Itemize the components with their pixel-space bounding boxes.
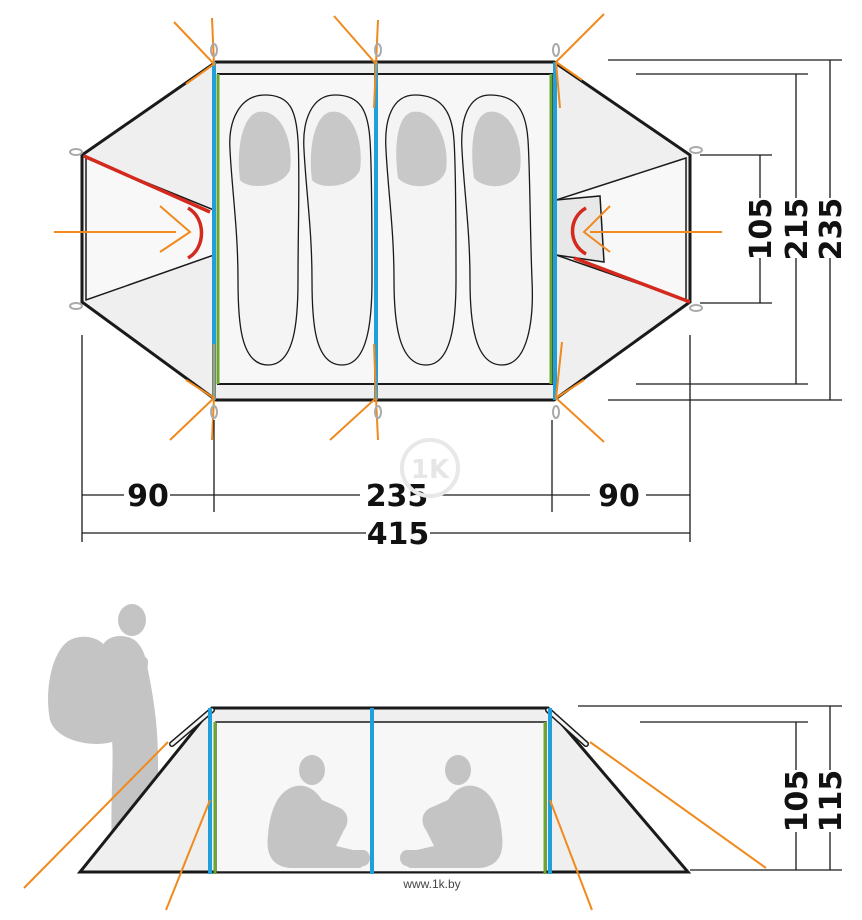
guyline-top-mid-b bbox=[373, 63, 377, 109]
guyline-bot-mid bbox=[329, 395, 379, 441]
dim-entrance-width: 105 bbox=[744, 198, 779, 261]
guyline-bot-right-b bbox=[555, 341, 563, 399]
top-guylines bbox=[54, 13, 722, 443]
dim-right-vestibule: 90 bbox=[598, 479, 640, 514]
hood-3 bbox=[396, 111, 447, 187]
red-pole-left bbox=[83, 154, 211, 214]
side-vent-left-inner bbox=[170, 708, 214, 746]
dim-side-inner-height: 105 bbox=[780, 770, 815, 833]
peg-1 bbox=[210, 43, 218, 57]
side-vent-right-inner bbox=[546, 708, 588, 746]
hood-2 bbox=[310, 111, 361, 186]
red-pole-right bbox=[573, 256, 691, 304]
guyline-top-left-b bbox=[185, 63, 215, 85]
watermark-logo: 1K bbox=[400, 438, 460, 498]
vertical-dimensions-side bbox=[578, 705, 842, 871]
horizontal-dimensions bbox=[81, 335, 691, 542]
red-arc-right bbox=[570, 206, 587, 256]
seated-person-right bbox=[400, 755, 503, 868]
watermark-logo-text: 1K bbox=[411, 455, 450, 485]
red-arc-left bbox=[186, 206, 204, 260]
peg-8 bbox=[69, 302, 83, 310]
guyline-right-mid-b bbox=[582, 205, 611, 253]
peg-2 bbox=[374, 43, 382, 57]
guyline-top-right-c bbox=[555, 61, 583, 81]
guyline-bot-right bbox=[555, 397, 605, 443]
guyline-top-mid bbox=[333, 15, 379, 67]
dim-inner-length: 235 bbox=[366, 479, 429, 514]
top-pegs bbox=[69, 43, 703, 419]
peg-5 bbox=[374, 405, 382, 419]
guyline-bot-left bbox=[169, 395, 216, 441]
guyline-top-left bbox=[173, 17, 216, 67]
hood-4 bbox=[472, 111, 521, 187]
guyline-bot-right-c bbox=[555, 379, 585, 399]
guyline-top-right-b bbox=[555, 61, 561, 109]
guyline-top-right bbox=[555, 13, 605, 63]
hood-1 bbox=[238, 111, 291, 186]
guyline-bot-left-b bbox=[185, 379, 215, 399]
side-guylines bbox=[23, 741, 767, 911]
right-entrance-panel bbox=[555, 195, 605, 263]
peg-3 bbox=[552, 43, 560, 57]
peg-10 bbox=[689, 304, 703, 312]
dim-inner-width: 215 bbox=[780, 198, 815, 261]
seated-people bbox=[267, 755, 503, 868]
peg-6 bbox=[552, 405, 560, 419]
sleeping-bag-hoods bbox=[238, 111, 521, 187]
top-view: 90 235 90 415 105 215 235 bbox=[54, 13, 849, 552]
vertical-dimensions-top bbox=[608, 59, 842, 401]
dim-left-vestibule: 90 bbox=[127, 479, 169, 514]
peg-7 bbox=[69, 148, 83, 156]
dim-total-width: 235 bbox=[814, 198, 849, 261]
seated-person-left bbox=[267, 755, 370, 868]
dim-total-length: 415 bbox=[367, 517, 430, 552]
peg-9 bbox=[689, 146, 703, 154]
side-view: 105 115 bbox=[23, 604, 849, 911]
dim-side-total-height: 115 bbox=[814, 770, 849, 833]
peg-4 bbox=[210, 405, 218, 419]
watermark-url: www.1k.by bbox=[402, 877, 460, 891]
guyline-left-mid-b bbox=[159, 205, 192, 253]
guyline-bot-mid-b bbox=[373, 343, 377, 399]
